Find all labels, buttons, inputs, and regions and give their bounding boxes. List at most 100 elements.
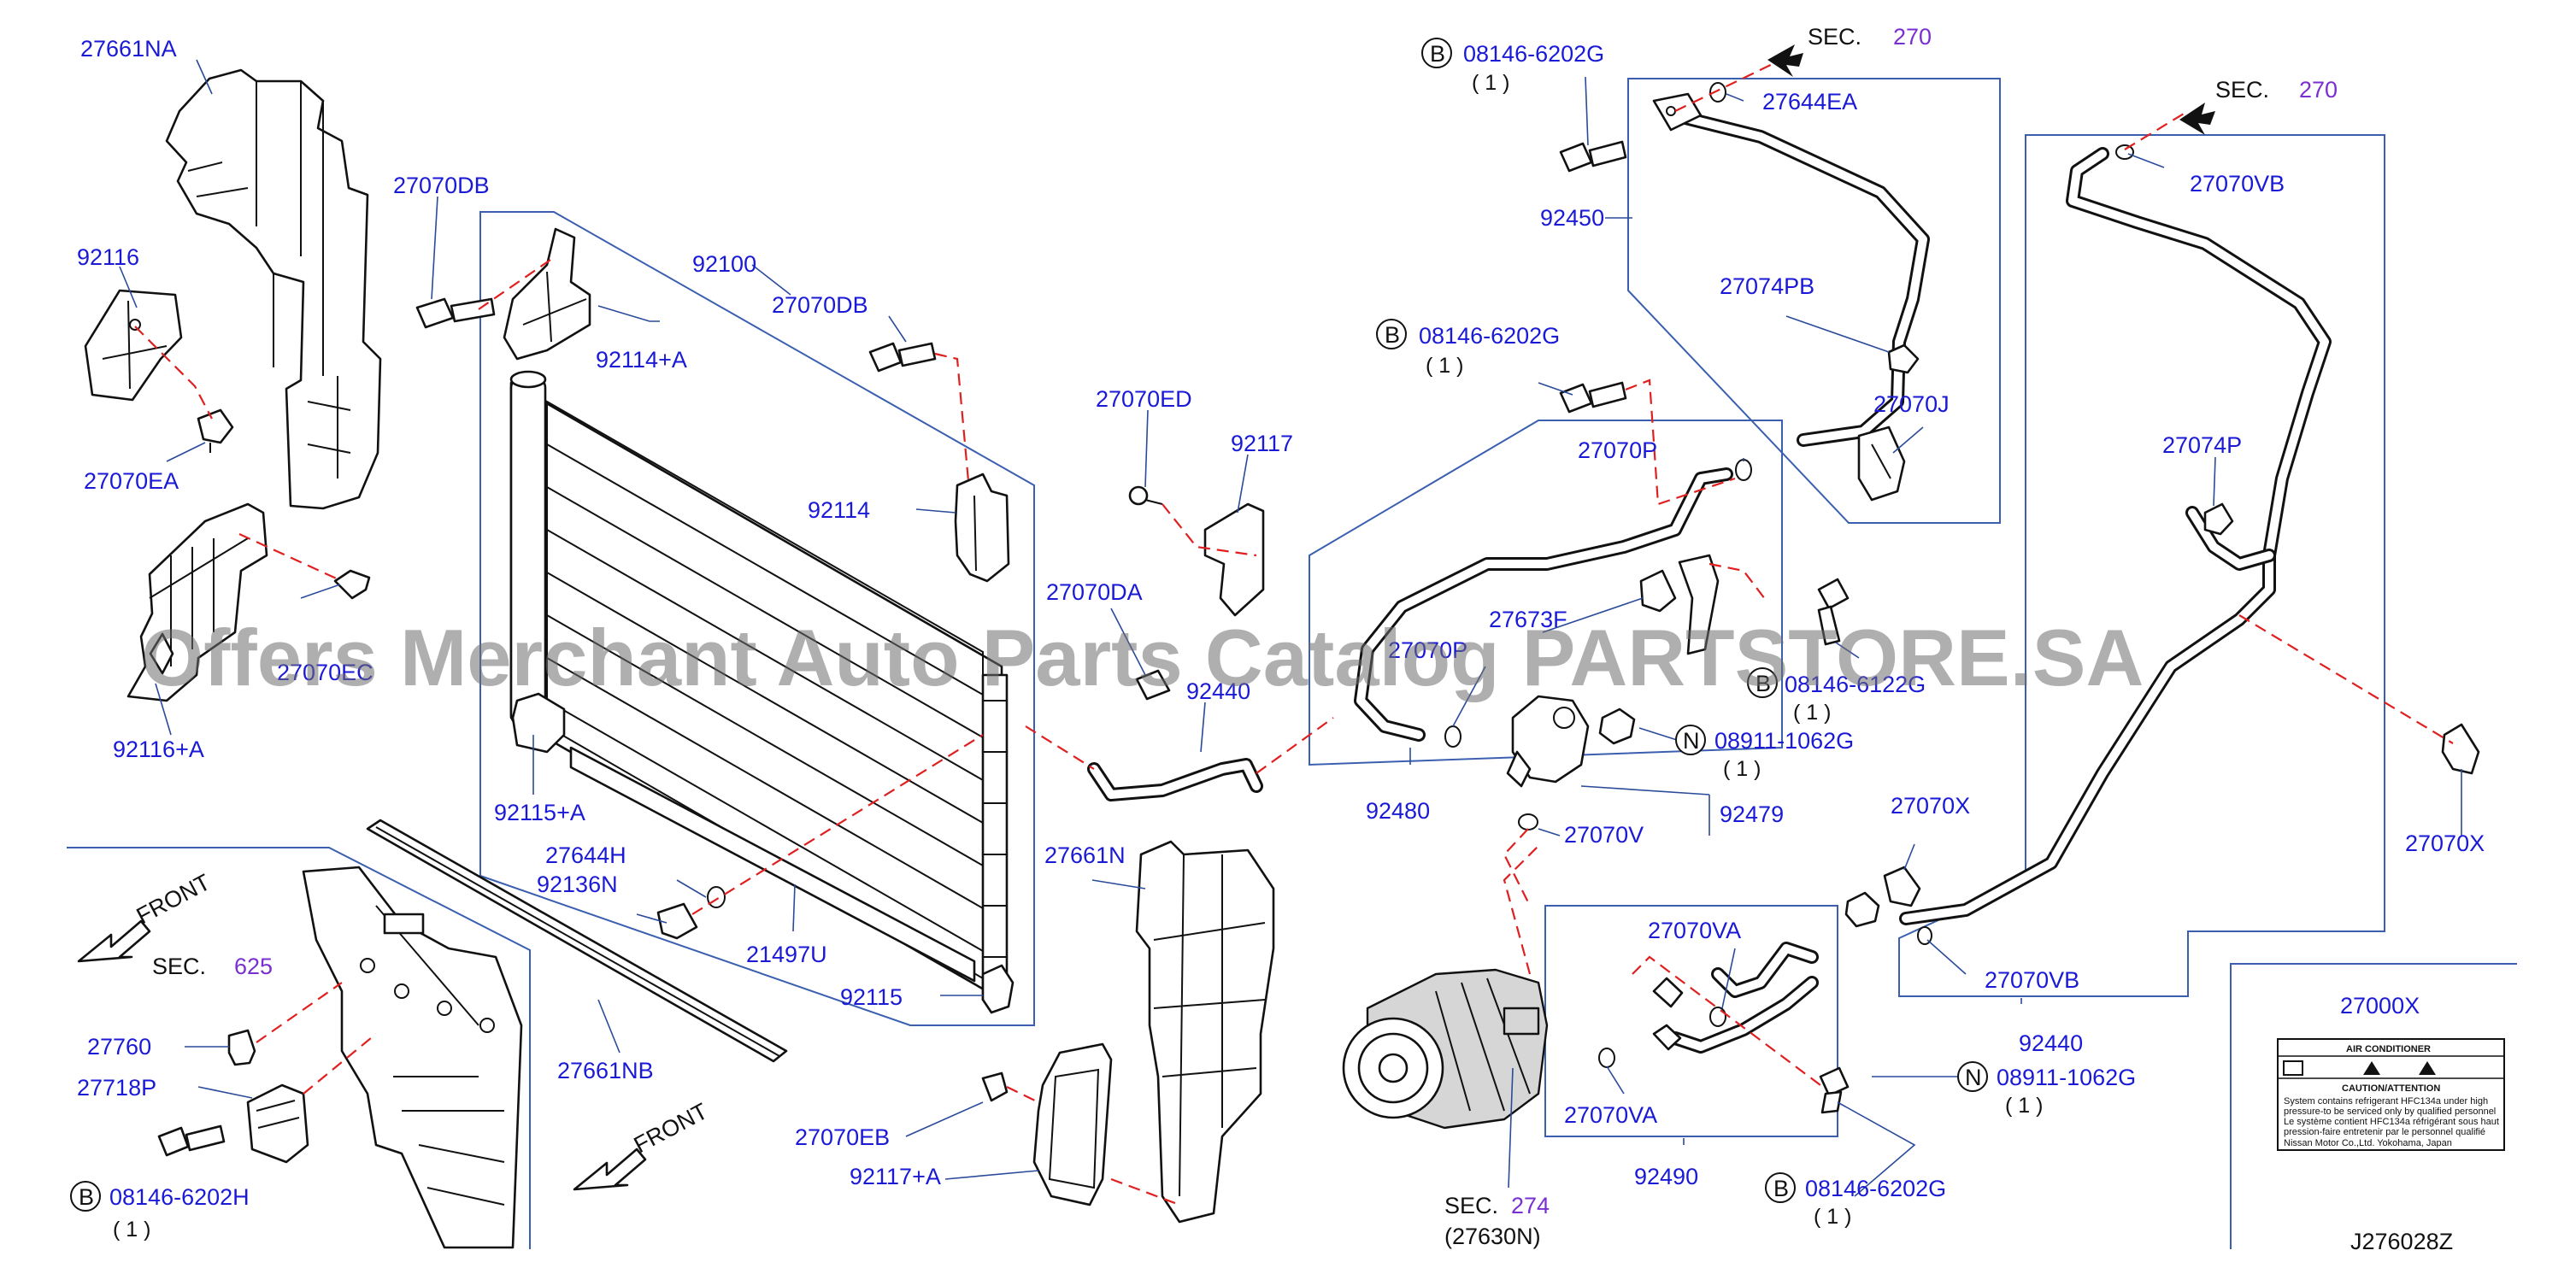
o-ring-27070P-lower[interactable]: [1444, 725, 1461, 748]
label-92116[interactable]: 92116: [77, 244, 139, 270]
sec-number-270-b[interactable]: 270: [2299, 77, 2338, 103]
o-ring-27070V[interactable]: [1518, 813, 1538, 831]
bracket-27070X-left[interactable]: [1883, 866, 1921, 907]
label-27070VB-a[interactable]: 27070VB: [2190, 171, 2285, 197]
label-27661NB[interactable]: 27661NB: [557, 1058, 654, 1083]
clamp-27074P[interactable]: [2203, 502, 2234, 536]
bracket-92114[interactable]: [954, 473, 1010, 583]
label-27070V[interactable]: 27070V: [1564, 822, 1644, 848]
o-ring-27070VA-upper[interactable]: [1709, 1007, 1726, 1027]
sec-number-625[interactable]: 625: [234, 954, 273, 979]
condenser-92100[interactable]: [509, 370, 1009, 1001]
label-92480[interactable]: 92480: [1366, 798, 1430, 824]
fitting-92479[interactable]: [1506, 695, 1590, 788]
label-27070DA[interactable]: 27070DA: [1046, 579, 1143, 605]
label-92440-b[interactable]: 92440: [2019, 1030, 2083, 1056]
label-27644EA[interactable]: 27644EA: [1762, 89, 1857, 114]
radiator-core-support[interactable]: [302, 866, 523, 1249]
label-27074P[interactable]: 27074P: [2162, 432, 2242, 458]
label-92100[interactable]: 92100: [692, 251, 756, 277]
label-92116A[interactable]: 92116+A: [113, 737, 204, 762]
clip-27070ED[interactable]: [1128, 485, 1163, 506]
label-08911-1062G-a[interactable]: 08911-1062G: [1714, 728, 1854, 754]
bolt-08146-6202G-lower[interactable]: [1819, 1066, 1850, 1114]
label-27673F[interactable]: 27673F: [1489, 607, 1567, 632]
label-27661N[interactable]: 27661N: [1044, 842, 1126, 868]
label-27661NA[interactable]: 27661NA: [80, 36, 177, 62]
air-guide-92116A[interactable]: [126, 502, 268, 702]
bolt-08146-6202H[interactable]: [157, 1124, 226, 1157]
bolt-27070DA[interactable]: [1135, 669, 1171, 701]
label-27070X-b[interactable]: 27070X: [2405, 831, 2485, 856]
o-ring-27070VB-upper[interactable]: [2115, 144, 2134, 160]
label-92115[interactable]: 92115: [840, 984, 903, 1010]
label-27070X-a[interactable]: 27070X: [1891, 793, 1970, 819]
pipe-92440-right[interactable]: [1899, 147, 2332, 925]
label-21497U[interactable]: 21497U: [746, 942, 827, 967]
label-27070EC[interactable]: 27070EC: [277, 660, 373, 685]
label-27070J[interactable]: 27070J: [1873, 391, 1950, 417]
sensor-27760[interactable]: [227, 1029, 256, 1066]
o-ring-27644H[interactable]: [707, 886, 726, 908]
label-27070ED[interactable]: 27070ED: [1096, 386, 1192, 412]
bracket-27070J[interactable]: [1857, 426, 1906, 502]
clip-27070EB[interactable]: [981, 1071, 1009, 1102]
label-08146-6202G-a[interactable]: 08146-6202G: [1463, 41, 1604, 67]
bolt-27070DB-upper[interactable]: [415, 297, 496, 329]
air-guide-27661N[interactable]: [1135, 840, 1275, 1224]
label-08146-6202G-c[interactable]: 08146-6202G: [1805, 1176, 1946, 1201]
label-27000X[interactable]: 27000X: [2340, 993, 2420, 1019]
compressor[interactable]: [1342, 968, 1549, 1130]
hose-92480[interactable]: [1354, 467, 1733, 742]
label-92117[interactable]: 92117: [1231, 431, 1293, 456]
clip-27070EA[interactable]: [197, 408, 234, 453]
pipe-92440-center[interactable]: [1087, 758, 1263, 801]
bracket-27673F[interactable]: [1639, 554, 1720, 655]
label-92440-a[interactable]: 92440: [1186, 678, 1250, 704]
bracket-92115[interactable]: [981, 964, 1015, 1014]
bolt-08146-6202G-upper[interactable]: [1559, 140, 1627, 173]
bracket-92115A[interactable]: [511, 692, 566, 754]
label-92490[interactable]: 92490: [1634, 1164, 1698, 1189]
label-27644H[interactable]: 27644H: [545, 842, 626, 868]
label-27070EA[interactable]: 27070EA: [84, 468, 179, 494]
label-27070DB-a[interactable]: 27070DB: [393, 173, 490, 198]
label-92136N[interactable]: 92136N: [537, 872, 618, 897]
nut-08911-1062G-upper[interactable]: [1598, 707, 1636, 745]
label-27070VB-b[interactable]: 27070VB: [1985, 967, 2079, 993]
label-92114A[interactable]: 92114+A: [596, 347, 687, 373]
label-92117A[interactable]: 92117+A: [850, 1164, 941, 1189]
bracket-92116[interactable]: [84, 289, 183, 402]
label-92479[interactable]: 92479: [1720, 801, 1784, 827]
label-27760[interactable]: 27760: [87, 1034, 151, 1060]
label-27070DB-b[interactable]: 27070DB: [772, 292, 868, 318]
label-92115A[interactable]: 92115+A: [494, 800, 585, 825]
label-27718P[interactable]: 27718P: [77, 1075, 156, 1101]
bolt-08146-6122G[interactable]: [1817, 578, 1850, 646]
label-92450[interactable]: 92450: [1540, 205, 1604, 231]
label-08146-6122G[interactable]: 08146-6122G: [1785, 672, 1926, 697]
label-08911-1062G-b[interactable]: 08911-1062G: [1997, 1065, 2136, 1090]
o-ring-27070VA-lower[interactable]: [1598, 1048, 1615, 1068]
bolt-08146-6202G-mid[interactable]: [1559, 381, 1627, 414]
bracket-92117[interactable]: [1203, 502, 1265, 617]
bracket-92114A[interactable]: [503, 227, 591, 361]
label-27070EB[interactable]: 27070EB: [795, 1124, 890, 1150]
sec-number-274[interactable]: 274: [1511, 1193, 1550, 1218]
o-ring-27070P-upper[interactable]: [1735, 459, 1752, 481]
air-guide-27661NA[interactable]: [165, 68, 382, 510]
caution-label-27000X[interactable]: AIR CONDITIONER CAUTION/ATTENTION System…: [2277, 1038, 2505, 1151]
label-92114[interactable]: 92114: [808, 497, 870, 523]
label-27074PB[interactable]: 27074PB: [1720, 273, 1814, 299]
clamp-27074PB[interactable]: [1887, 343, 1920, 374]
pipe-92490[interactable]: [1652, 942, 1819, 1054]
sensor-unit-27718P[interactable]: [246, 1083, 309, 1164]
o-ring-27644EA[interactable]: [1709, 82, 1726, 103]
bracket-92117A[interactable]: [1032, 1042, 1113, 1206]
label-27070VA-a[interactable]: 27070VA: [1648, 918, 1741, 943]
nut-08911-1062G-lower[interactable]: [1844, 891, 1880, 928]
seal-strip-27661NB[interactable]: [366, 819, 788, 1063]
bolt-27070DB-lower[interactable]: [868, 342, 937, 373]
sec-number-270-a[interactable]: 270: [1893, 24, 1932, 50]
clip-27070EC[interactable]: [333, 569, 371, 600]
